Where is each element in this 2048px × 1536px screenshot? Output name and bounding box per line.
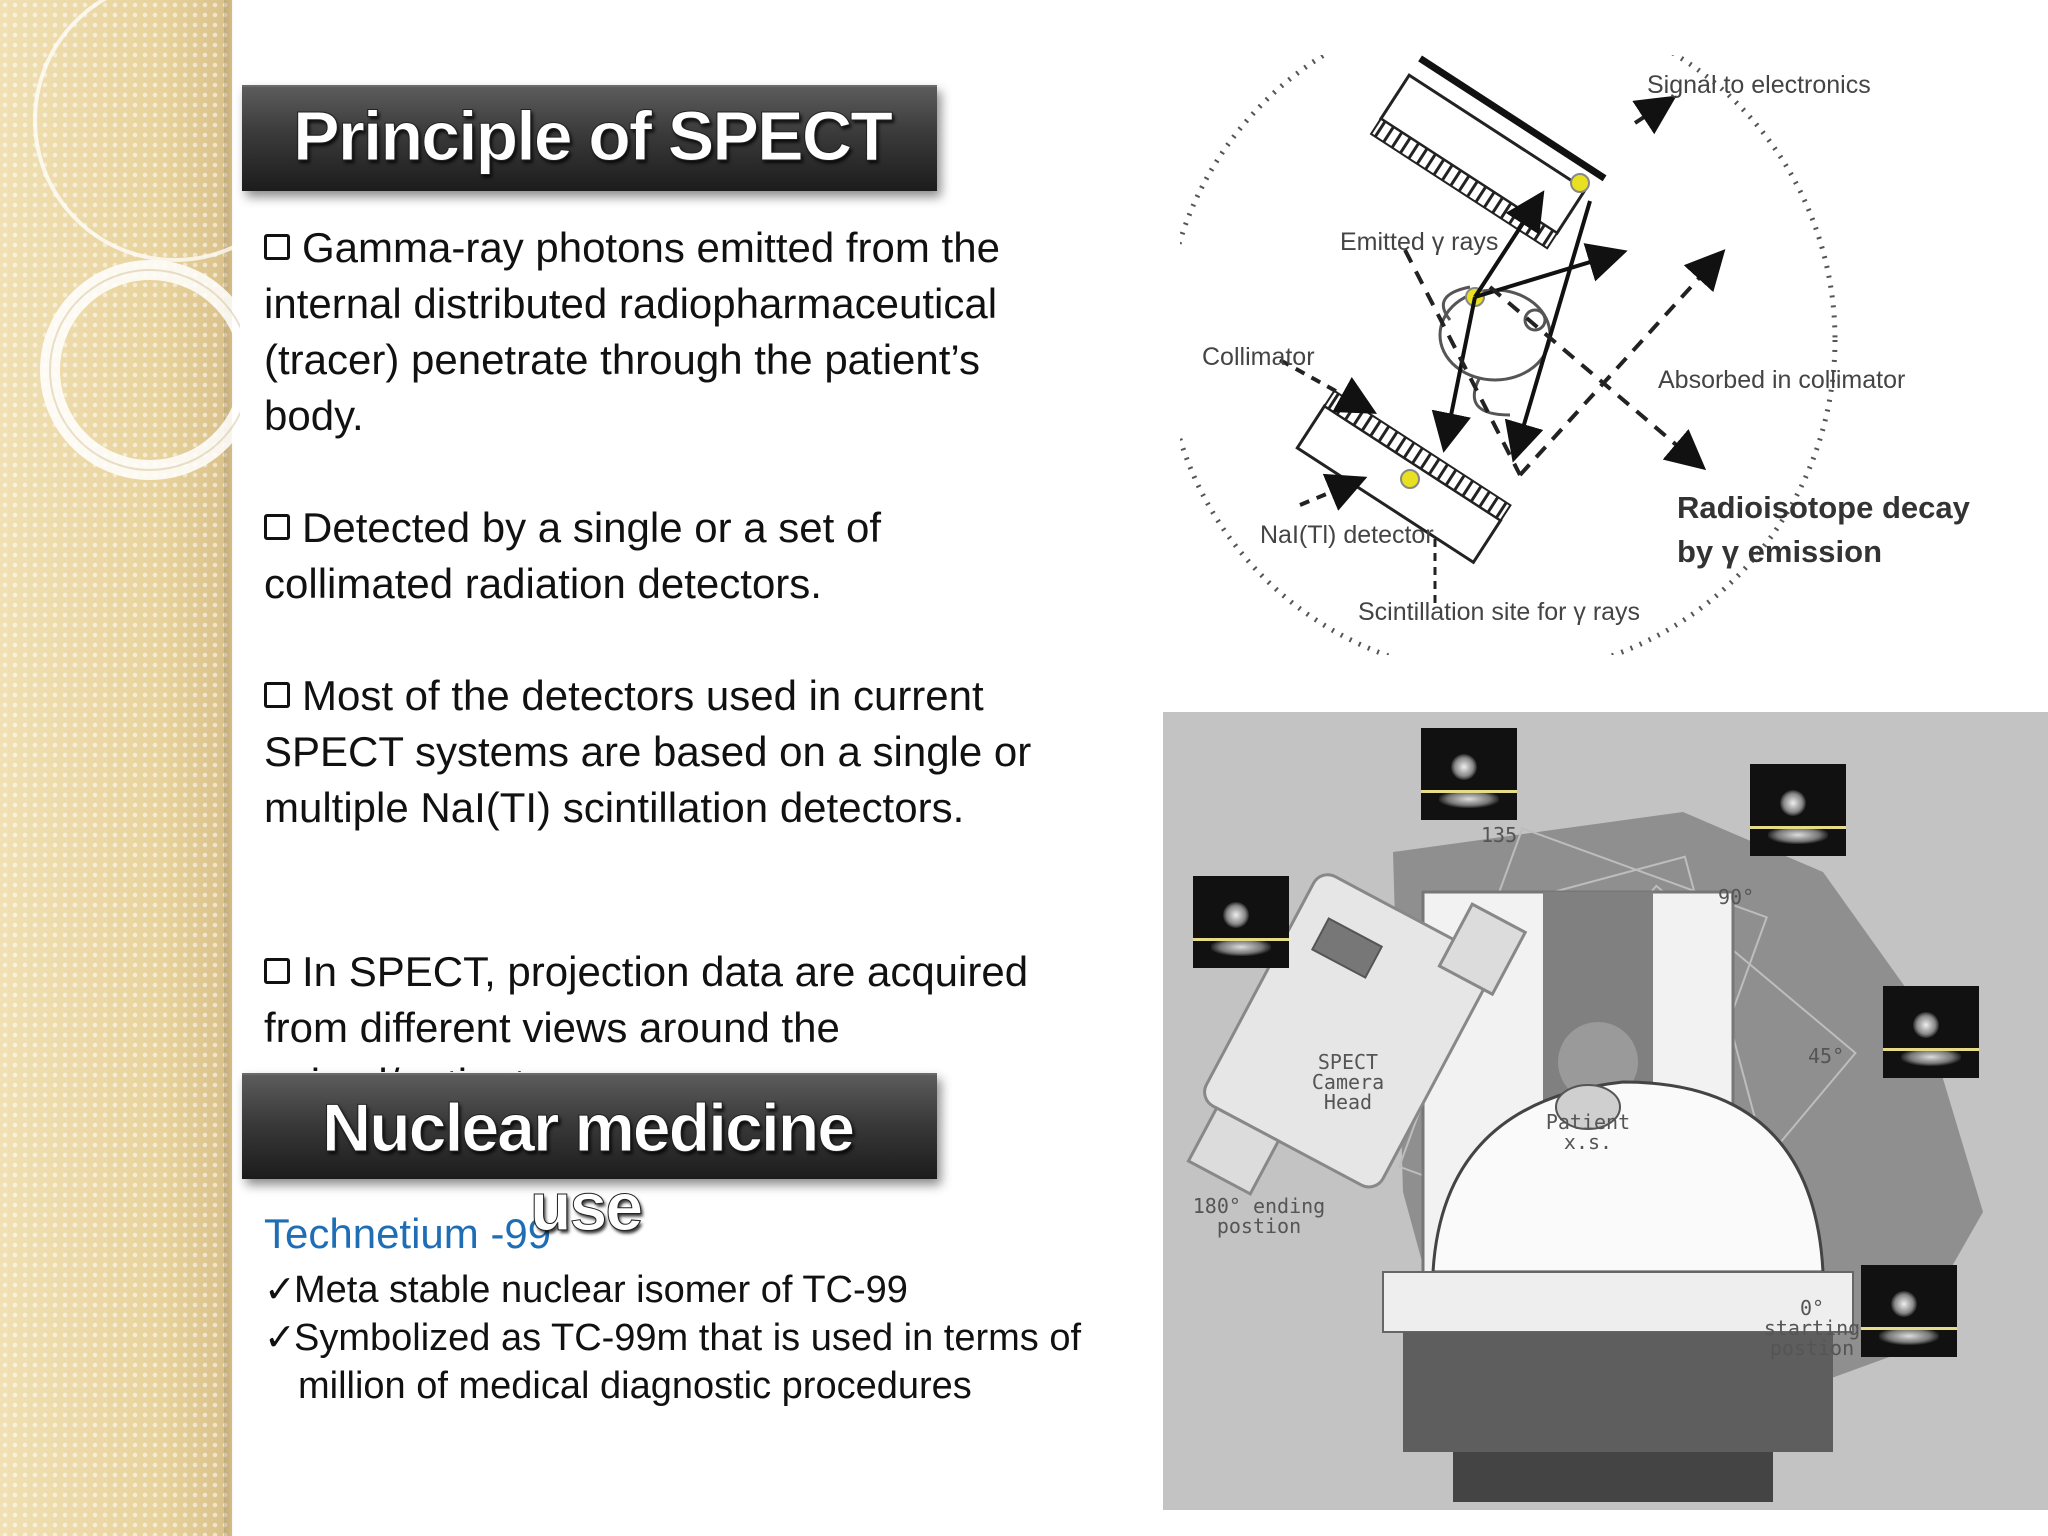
slide-title-principle: Principle of SPECT: [293, 97, 894, 176]
bullet-list: Gamma-ray photons emitted from the inter…: [264, 220, 1064, 892]
label-collimator: Collimator: [1202, 343, 1315, 371]
patient-bed: [1382, 1271, 1854, 1333]
slide-title-nuclear-medicine: Nuclear medicine: [321, 1090, 855, 1167]
spect-principle-diagram: Signal to electronics Emitted γ rays Col…: [1180, 55, 1971, 655]
label-detector: NaI(Tl) detector: [1260, 521, 1434, 549]
technetium-item: ✓Symbolized as TC-99m that is used in te…: [264, 1314, 1144, 1362]
label-scintillation: Scintillation site for γ rays: [1358, 598, 1640, 626]
camera-head-label-line1: SPECT: [1317, 1050, 1379, 1074]
technetium-item: ✓Meta stable nuclear isomer of TC-99: [264, 1266, 1144, 1314]
decorative-side-strip: [0, 0, 232, 1536]
bullet-item-overflow: In SPECT, projection data are acquired f…: [264, 944, 1064, 1072]
label-emitted-rays: Emitted γ rays: [1340, 228, 1498, 256]
projection-thumbnail: [1750, 764, 1846, 856]
patient-label: Patient x.s.: [1545, 1110, 1631, 1154]
patient-body-outline: [1431, 1080, 1825, 1274]
label-decay-line1: Radioisotope decay: [1677, 490, 1971, 525]
slide-title-overflow-text: use: [529, 1169, 643, 1246]
bullet-text: In SPECT, projection data are acquired f…: [264, 948, 1029, 1072]
gamma-ray-arrow: [1431, 296, 1477, 453]
projection-thumbnail: [1883, 986, 1979, 1078]
starting-position-label: 0° starting postion: [1747, 1298, 1877, 1358]
side-strip-edge: [224, 0, 234, 1536]
ending-label-line2: postion: [1216, 1214, 1302, 1238]
bed-foot: [1453, 1452, 1773, 1502]
dashed-pointer: [1403, 249, 1522, 476]
ending-position-label: 180° ending postion: [1189, 1196, 1329, 1236]
angle-label-90: 90°: [1718, 885, 1755, 909]
scintillation-spark-icon: [1400, 469, 1420, 489]
bottom-detector: [1295, 389, 1512, 565]
camera-head-label-line2: Camera Head: [1311, 1070, 1385, 1114]
technetium-list: ✓Meta stable nuclear isomer of TC-99 ✓Sy…: [264, 1266, 1144, 1410]
gamma-ray-arrow: [1504, 200, 1592, 463]
bullet-text: Gamma-ray photons emitted from the inter…: [264, 224, 1000, 439]
patient-organ: [1555, 1084, 1621, 1130]
decorative-rings: [33, 0, 240, 480]
top-detector: [1369, 55, 1607, 250]
angle-label-135: 135: [1481, 823, 1518, 847]
camera-rotation-drawing: [1186, 812, 1983, 1502]
deco-ring-large: [33, 0, 240, 262]
checkbox-bullet-icon: [264, 513, 290, 540]
bullet-text: Most of the detectors used in current SP…: [264, 672, 1032, 831]
starting-label-line1: 0° starting: [1763, 1296, 1861, 1340]
dashed-pointer: [1299, 473, 1368, 511]
title-bar-principle: [242, 85, 937, 191]
deco-ring-thick: [40, 260, 240, 480]
checkmark-icon: ✓: [264, 1269, 296, 1311]
projection-thumbnail: [1193, 876, 1289, 968]
bullet-text: Detected by a single or a set of collima…: [264, 504, 881, 607]
deco-ring-thin: [49, 269, 240, 471]
dashed-pointer: [1518, 249, 1726, 477]
label-decay-line2: by γ emission: [1677, 534, 1882, 569]
angle-label-45: 45°: [1808, 1044, 1845, 1068]
checkbox-bullet-icon: [264, 957, 290, 984]
ending-label-line1: 180° ending: [1192, 1194, 1326, 1218]
label-signal: Signal to electronics: [1647, 71, 1871, 99]
signal-arrow: [1632, 95, 1677, 135]
scintillation-spark-icon: [1570, 173, 1590, 193]
bullet-item: Most of the detectors used in current SP…: [264, 668, 1064, 836]
gamma-ray-arrow: [1473, 190, 1545, 299]
bullet-item: Detected by a single or a set of collima…: [264, 500, 1064, 612]
checkbox-bullet-icon: [264, 233, 290, 260]
technetium-item-continuation: million of medical diagnostic procedures: [264, 1362, 1144, 1410]
camera-head-label: SPECT Camera Head: [1293, 1052, 1403, 1112]
projection-thumbnail: [1861, 1265, 1957, 1357]
projection-thumbnail: [1421, 728, 1517, 820]
orbit-circle: [1180, 55, 1838, 655]
starting-label-line2: postion: [1769, 1336, 1855, 1360]
gamma-ray-arrow: [1474, 243, 1628, 299]
label-absorbed: Absorbed in collimator: [1658, 366, 1905, 394]
checkbox-bullet-icon: [264, 681, 290, 708]
technetium-item-text: Meta stable nuclear isomer of TC-99: [294, 1269, 908, 1311]
checkmark-icon: ✓: [264, 1317, 296, 1359]
bed-base: [1403, 1332, 1833, 1452]
camera-head: [1186, 873, 1528, 1196]
technetium-item-text: million of medical diagnostic procedures: [298, 1365, 972, 1407]
technetium-heading: Technetium -99: [264, 1210, 552, 1257]
spect-camera-figure: 135 90° 45° SPECT Camera Head Patient x.…: [1163, 712, 2048, 1510]
bullet-item: Gamma-ray photons emitted from the inter…: [264, 220, 1064, 444]
title-bar-nuclear-medicine: [242, 1073, 937, 1179]
technetium-item-text: Symbolized as TC-99m that is used in ter…: [294, 1317, 1082, 1359]
dashed-pointer: [1488, 285, 1707, 471]
